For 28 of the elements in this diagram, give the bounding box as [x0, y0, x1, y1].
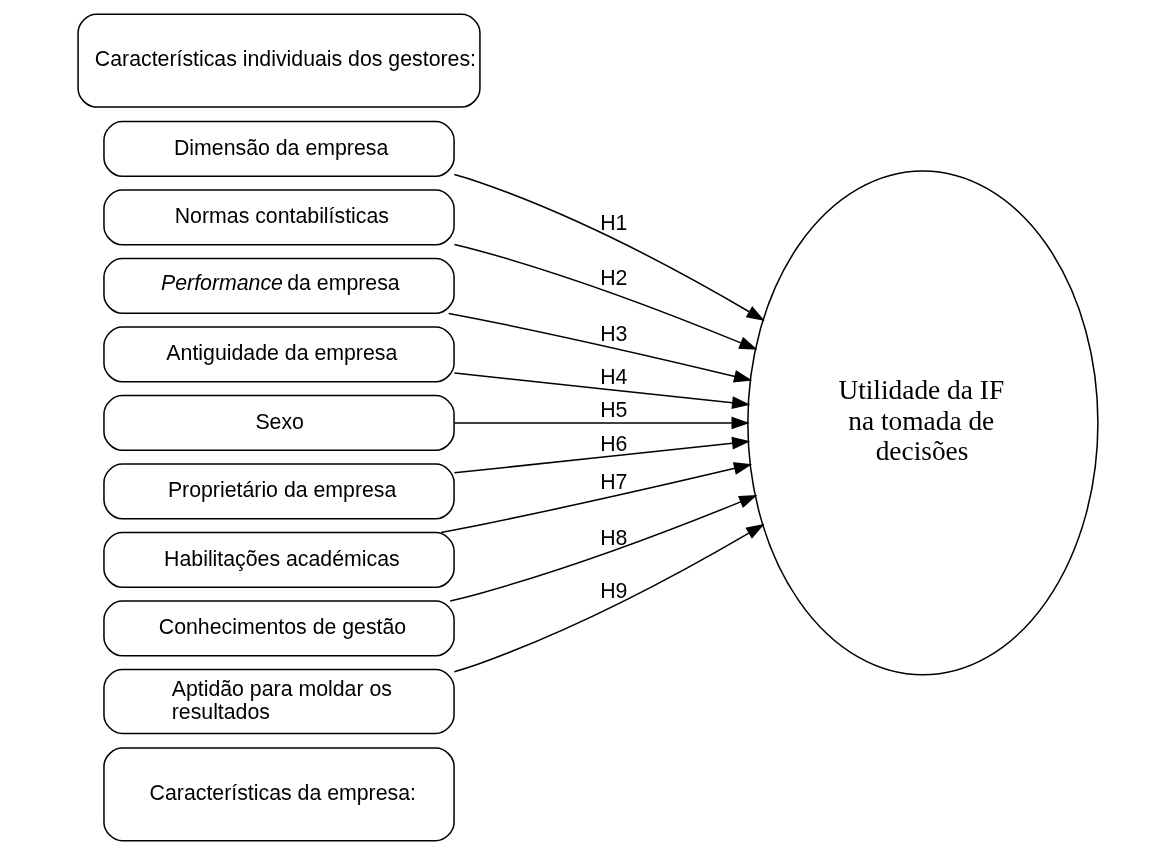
edge-label: H6	[599, 431, 627, 456]
edge-label: H8	[599, 526, 627, 551]
edge-label: H7	[599, 469, 627, 494]
node-box: Performance da empresa	[102, 257, 455, 315]
arrow	[453, 372, 750, 410]
edge-label: H3	[599, 322, 627, 347]
node-box: Sexo	[102, 394, 455, 452]
node-box: Características individuais dos gestores:	[76, 13, 481, 108]
edge-label: H9	[599, 579, 627, 604]
arrow	[453, 243, 757, 350]
arrow	[453, 524, 764, 673]
arrow	[447, 312, 752, 383]
arrow	[453, 436, 750, 474]
node-box: Proprietário da empresa	[102, 463, 455, 520]
edge-label: H5	[599, 398, 627, 423]
node-box: Aptidão para moldar os resultados	[102, 668, 455, 735]
arrow	[448, 495, 757, 602]
edge-label: H2	[599, 265, 627, 290]
node-box: Características da empresa:	[102, 747, 455, 842]
edge-label: H1	[599, 210, 627, 235]
node-box: Normas contabilísticas	[102, 189, 455, 246]
node-box: Antiguidade da empresa	[102, 326, 455, 383]
node-box: Habilitações académicas	[102, 531, 455, 589]
edge-label: H4	[599, 364, 627, 389]
arrow	[453, 416, 750, 430]
arrow	[453, 173, 765, 321]
node-box: Conhecimentos de gestão	[102, 600, 455, 657]
node-box: Dimensão da empresa	[102, 120, 455, 178]
